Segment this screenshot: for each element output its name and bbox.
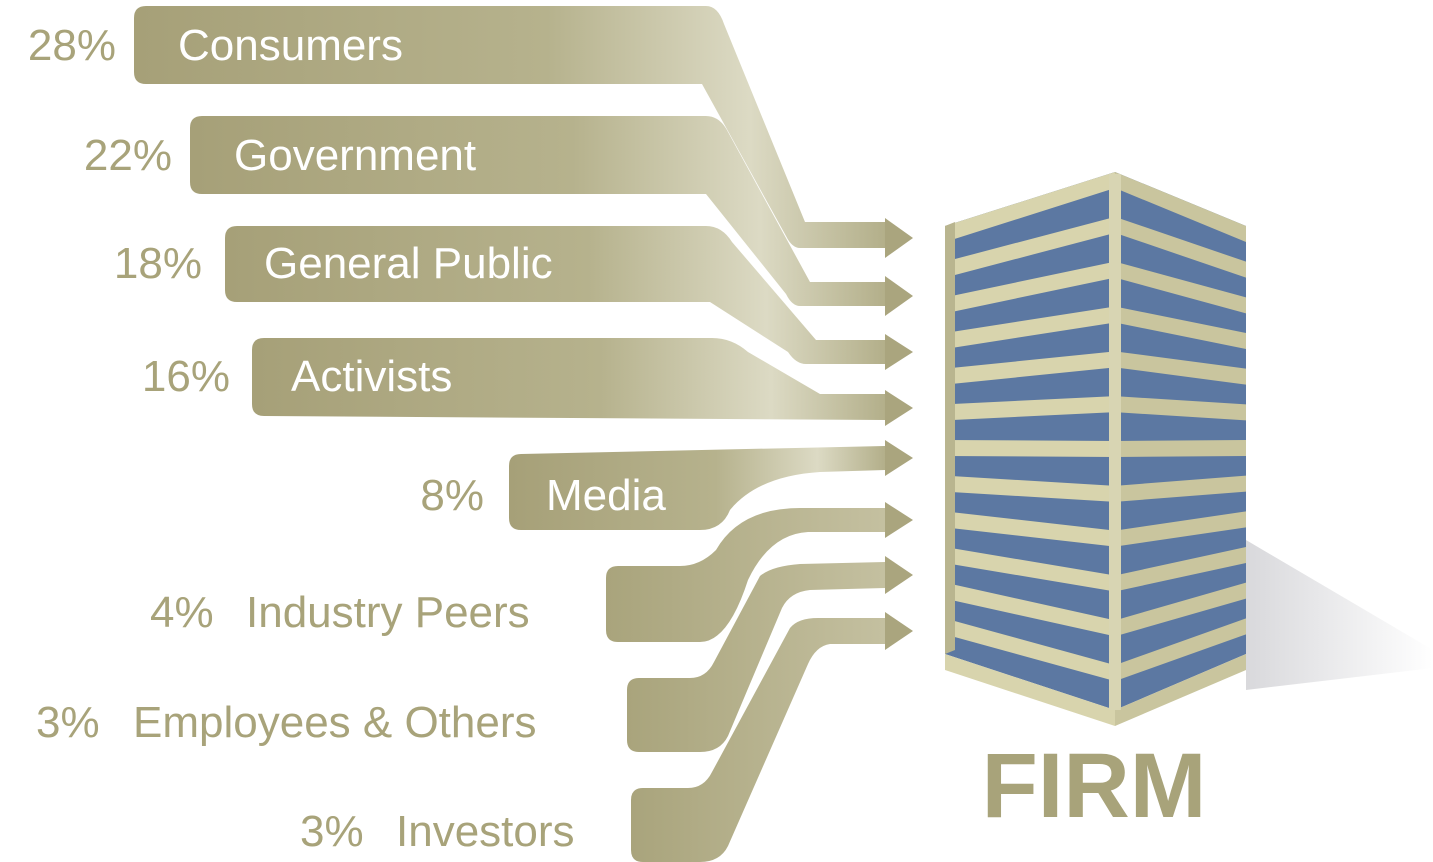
percent-label-government: 22%: [84, 131, 172, 180]
arrowhead-icon: [885, 556, 913, 594]
arrowhead-icon: [885, 276, 913, 316]
building-stripe-right: [1115, 396, 1246, 421]
arrowhead-icon: [885, 502, 913, 538]
flow-band-government: [190, 116, 885, 306]
building-stripe-left: [945, 351, 1115, 385]
percent-label-activists: 16%: [142, 352, 230, 401]
label-employees: Employees & Others: [133, 698, 537, 747]
percent-label-investors: 3%: [300, 807, 364, 856]
building-stripe-left: [945, 475, 1115, 502]
building-stripe-right: [1115, 216, 1246, 278]
percent-label-media: 8%: [420, 471, 484, 520]
building-stripe-right: [1115, 306, 1246, 349]
building-stripe-right: [1115, 582, 1246, 637]
building-floors: [945, 172, 1246, 726]
flow-band-employees: [627, 562, 885, 752]
building-stripe-right: [1115, 654, 1246, 726]
building-stripe-right: [1115, 511, 1246, 547]
building-stripe-right: [1115, 351, 1246, 385]
building-stripe-right: [1115, 547, 1246, 592]
flow-band-activists: [252, 338, 885, 420]
label-media: Media: [546, 471, 666, 520]
label-general-public: General Public: [264, 239, 553, 288]
flow-band-industry-peers: [606, 508, 885, 642]
arrowhead-icon: [885, 218, 913, 258]
firm-label: FIRM: [982, 735, 1207, 837]
building-stripe-right: [1115, 618, 1246, 682]
flow-bands: [134, 6, 885, 862]
building-stripe-left: [945, 261, 1115, 314]
label-investors: Investors: [396, 807, 575, 856]
arrowheads: [885, 218, 913, 650]
building-pillar-left: [945, 222, 955, 654]
building-stripe-right: [1115, 172, 1246, 242]
arrowhead-icon: [885, 334, 913, 370]
percent-label-general-public: 18%: [114, 239, 202, 288]
building-stripe-left: [945, 306, 1115, 349]
flow-band-media: [509, 446, 885, 530]
building-stripe-right: [1115, 440, 1246, 457]
percent-label-consumers: 28%: [28, 21, 116, 70]
building-stripe-left: [945, 216, 1115, 278]
flow-band-general-public: [225, 226, 885, 364]
arrowhead-icon: [885, 440, 913, 476]
percent-labels: 28% 22% 18% 16% 8% 4% 3% 3%: [28, 21, 484, 856]
percent-label-industry-peers: 4%: [150, 588, 214, 637]
label-industry-peers: Industry Peers: [246, 588, 530, 637]
building-stripe-left: [945, 582, 1115, 637]
label-activists: Activists: [291, 352, 452, 401]
building-stripe-left: [945, 618, 1115, 682]
building-stripe-right: [1115, 261, 1246, 314]
label-consumers: Consumers: [178, 21, 403, 70]
building-stripe-left: [945, 396, 1115, 421]
label-government: Government: [234, 131, 476, 180]
building-stripe-left: [945, 172, 1115, 242]
building-stripe-left: [945, 511, 1115, 547]
stakeholder-labels: Consumers Government General Public Acti…: [133, 21, 666, 856]
building-stripe-left: [945, 440, 1115, 457]
building-stripe-right: [1115, 475, 1246, 502]
building-stripe-left: [945, 547, 1115, 592]
building-shadow: [1246, 540, 1433, 690]
building-icon: [945, 172, 1433, 726]
arrowhead-icon: [885, 612, 913, 650]
flow-band-consumers: [134, 6, 885, 248]
building-pillar-center: [1109, 174, 1121, 710]
percent-label-employees: 3%: [36, 698, 100, 747]
building-stripe-left: [945, 654, 1115, 726]
arrowhead-icon: [885, 390, 913, 426]
flow-band-investors: [631, 618, 885, 862]
